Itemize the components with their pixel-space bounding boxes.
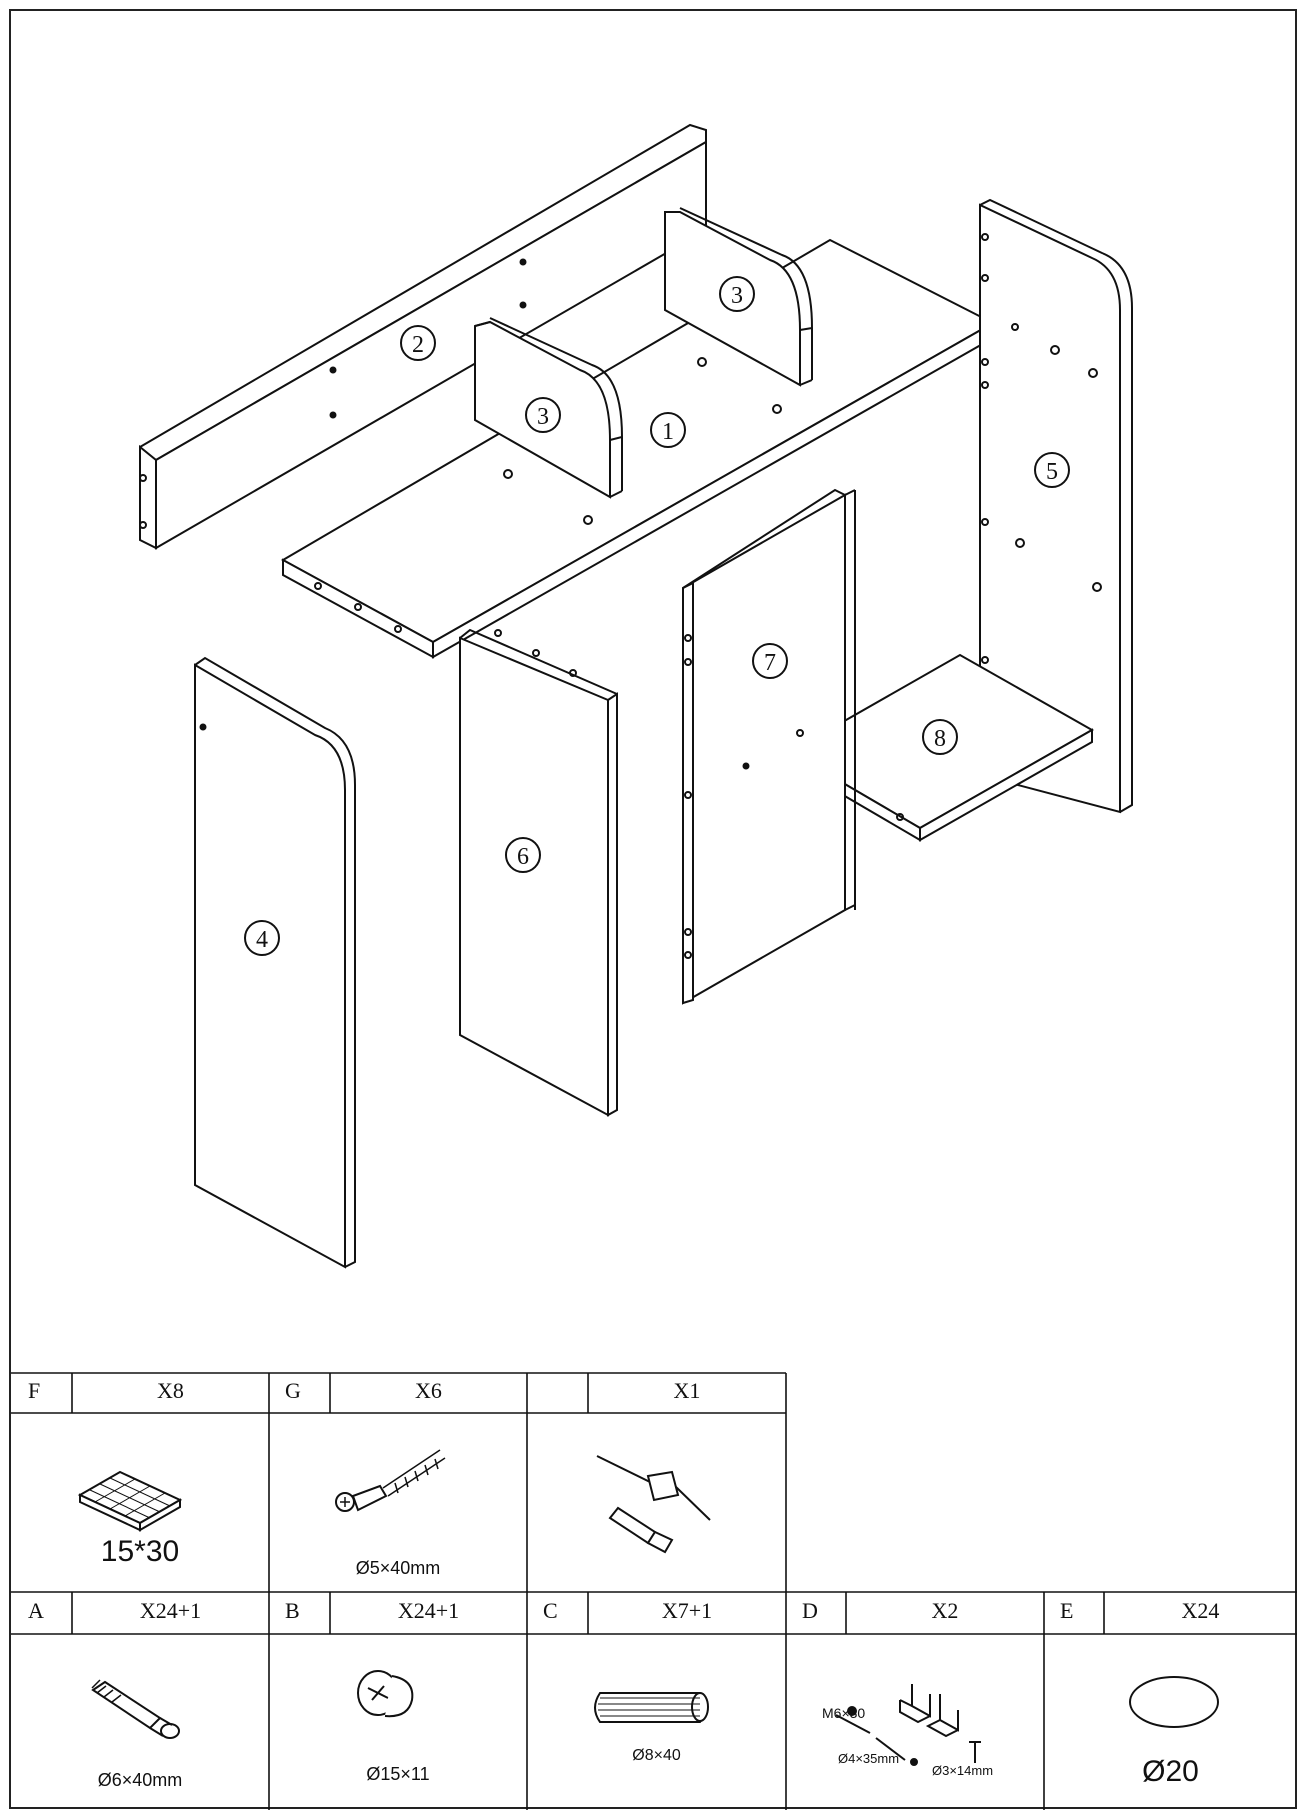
hardware-f-qty: X8 [157, 1378, 184, 1403]
panel-part-3-front: 3 [474, 317, 624, 499]
hardware-e-letter: E [1060, 1598, 1074, 1623]
wood-dowel-icon [594, 1692, 709, 1723]
part-8-label: 8 [934, 726, 946, 752]
wall-plug-screw-icon [335, 1449, 446, 1512]
hardware-e-caption: Ø20 [1142, 1755, 1199, 1788]
part-1-label: 1 [662, 419, 674, 445]
screwdriver-icon [596, 1455, 711, 1554]
hardware-b-letter: B [285, 1598, 300, 1623]
panel-part-3-back: 3 [664, 207, 814, 387]
hardware-a-letter: A [28, 1598, 44, 1623]
hardware-table-grid [11, 1372, 1297, 1810]
drawing-frame [9, 9, 1297, 1809]
part-3-label-back: 3 [731, 283, 743, 309]
hardware-d-qty: X2 [931, 1598, 959, 1623]
hardware-d-caption-3: Ø3×14mm [932, 1763, 994, 1778]
hardware-d-caption-2: Ø4×35mm [838, 1751, 900, 1766]
part-6-label: 6 [517, 844, 529, 870]
hardware-g-caption: Ø5×40mm [355, 1558, 441, 1578]
hardware-tool-qty: X1 [673, 1378, 701, 1403]
hardware-b-qty: X24+1 [397, 1598, 460, 1623]
hardware-e-qty: X24 [1181, 1598, 1220, 1623]
hardware-g-qty: X6 [415, 1378, 442, 1403]
hardware-c-qty: X7+1 [661, 1598, 713, 1623]
cam-bolt-icon [91, 1679, 180, 1739]
hardware-a-qty: X24+1 [139, 1598, 202, 1623]
cam-lock-icon [357, 1670, 414, 1718]
part-2-label: 2 [412, 332, 424, 358]
hardware-c-caption: Ø8×40 [632, 1747, 681, 1764]
bumper-pad-icon [1129, 1676, 1219, 1728]
part-4-label: 4 [256, 927, 268, 953]
felt-pad-icon [77, 1470, 183, 1532]
hardware-d-letter: D [802, 1598, 818, 1623]
part-7-label: 7 [764, 650, 776, 676]
panel-part-6: 6 [459, 628, 618, 1117]
angle-bracket-icon [835, 1684, 981, 1766]
part-3-label-front: 3 [537, 404, 549, 430]
panel-part-7: 7 [682, 488, 856, 1005]
hardware-g-letter: G [285, 1378, 301, 1403]
hardware-d-caption: M6×30 [822, 1705, 866, 1721]
part-5-label: 5 [1046, 459, 1058, 485]
hardware-b-caption: Ø15×11 [366, 1764, 430, 1784]
panel-part-2: 2 [139, 123, 707, 550]
panel-part-5: 5 [979, 198, 1133, 814]
hardware-c-letter: C [543, 1598, 558, 1623]
hardware-a-caption: Ø6×40mm [97, 1770, 183, 1790]
hardware-f-letter: F [28, 1378, 41, 1403]
panel-part-4: 4 [194, 656, 356, 1269]
hardware-f-caption: 15*30 [100, 1535, 180, 1568]
